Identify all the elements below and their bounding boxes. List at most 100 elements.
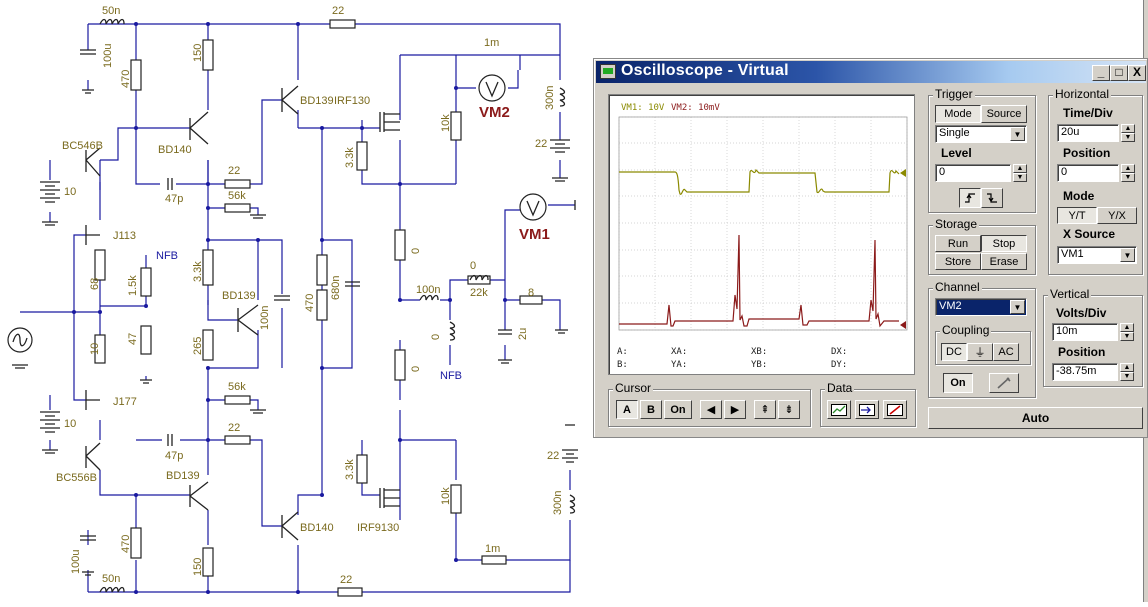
clear-glyph bbox=[887, 403, 903, 416]
trigger-group: Trigger Mode Source Single ▼ Level 0 ▲ ▼ bbox=[928, 87, 1036, 213]
circuit-schematic[interactable]: 50n 100u 470 BC546B 150 BD140 47p 22 56k… bbox=[0, 0, 592, 602]
h-position-down-icon[interactable]: ▼ bbox=[1121, 173, 1135, 182]
h-position-up-icon[interactable]: ▲ bbox=[1121, 164, 1135, 173]
vm1-legend: VM1: 10V bbox=[621, 103, 665, 113]
q-bd139-top-label: BD139 bbox=[300, 95, 334, 107]
channel-title: Channel bbox=[933, 280, 982, 294]
trigger-level-label: Level bbox=[941, 146, 972, 160]
cursor-down-icon[interactable]: ⇟ bbox=[778, 400, 800, 419]
chevron-down-icon[interactable]: ▼ bbox=[1120, 248, 1135, 262]
trigger-mode-tab[interactable]: Mode bbox=[935, 105, 981, 123]
v-position-up-icon[interactable]: ▲ bbox=[1120, 363, 1134, 372]
trigger-source-tab[interactable]: Source bbox=[981, 105, 1027, 123]
coupling-title: Coupling bbox=[940, 323, 992, 337]
time-div-value: 20u bbox=[1061, 126, 1080, 138]
ground-coupling-button[interactable]: ⏚ bbox=[967, 343, 993, 361]
cursor-left-icon[interactable]: ◀ bbox=[700, 400, 722, 419]
dc-coupling-button[interactable]: DC bbox=[941, 343, 967, 361]
cap-100u-bottom-label: 100u bbox=[70, 549, 82, 574]
cursor-right-icon[interactable]: ▶ bbox=[724, 400, 746, 419]
inductor-100n-label: 100n bbox=[416, 284, 441, 296]
data-export-icon[interactable] bbox=[827, 400, 851, 419]
oscilloscope-title-bar[interactable]: Oscilloscope - Virtual _ □ X bbox=[596, 61, 1146, 83]
inductor-300n-top-label: 300n bbox=[544, 85, 556, 110]
res-22-a-label: 22 bbox=[228, 165, 241, 177]
res-470-top-label: 470 bbox=[120, 69, 132, 88]
q-bd140-top-label: BD140 bbox=[158, 144, 192, 156]
v-position-input[interactable]: -38.75m bbox=[1052, 363, 1118, 381]
xy-mode-button[interactable]: Y/X bbox=[1097, 207, 1137, 224]
trigger-level-down-icon[interactable]: ▼ bbox=[1013, 173, 1027, 182]
time-div-up-icon[interactable]: ▲ bbox=[1121, 124, 1135, 133]
res-10k-bottom-label: 10k bbox=[440, 487, 452, 505]
res-47-label: 47 bbox=[127, 332, 139, 345]
cursor-b-button[interactable]: B bbox=[640, 400, 662, 419]
q-j113-label: J113 bbox=[113, 230, 137, 242]
import-glyph bbox=[859, 403, 875, 416]
ac-coupling-button[interactable]: AC bbox=[993, 343, 1019, 361]
data-import-icon[interactable] bbox=[855, 400, 879, 419]
storage-group: Storage Run Stop Store Erase bbox=[928, 217, 1036, 275]
erase-button[interactable]: Erase bbox=[981, 253, 1027, 270]
inductor-0-label: 0 bbox=[470, 260, 477, 272]
trigger-level-up-icon[interactable]: ▲ bbox=[1013, 164, 1027, 173]
readout-a: A: bbox=[617, 347, 628, 357]
oscilloscope-app-icon bbox=[600, 64, 616, 79]
probe-icon[interactable] bbox=[989, 373, 1019, 393]
trigger-mode-select[interactable]: Single ▼ bbox=[935, 125, 1027, 143]
data-clear-icon[interactable] bbox=[883, 400, 907, 419]
trigger-level-input[interactable]: 0 bbox=[935, 164, 1011, 182]
horizontal-title: Horizontal bbox=[1053, 87, 1112, 101]
time-div-label: Time/Div bbox=[1063, 106, 1113, 120]
channel-select[interactable]: VM2 ▼ bbox=[935, 298, 1027, 316]
q-j177-label: J177 bbox=[113, 396, 137, 408]
store-button[interactable]: Store bbox=[935, 253, 981, 270]
cursor-a-button[interactable]: A bbox=[616, 400, 638, 419]
h-position-input[interactable]: 0 bbox=[1057, 164, 1119, 182]
probe-glyph bbox=[997, 377, 1011, 389]
res-10-label: 10 bbox=[89, 342, 101, 355]
falling-edge-icon[interactable] bbox=[981, 188, 1003, 208]
cursor-on-button[interactable]: On bbox=[664, 400, 692, 419]
channel-group: Channel VM2 ▼ Coupling DC ⏚ AC On bbox=[928, 280, 1036, 398]
maximize-button[interactable]: □ bbox=[1110, 65, 1128, 81]
volts-div-up-icon[interactable]: ▲ bbox=[1120, 323, 1134, 332]
res-22k-label: 22k bbox=[470, 287, 488, 299]
time-div-input[interactable]: 20u bbox=[1057, 124, 1119, 142]
res-3k3-bottom-label: 3.3k bbox=[344, 459, 356, 480]
res-10k-top-label: 10k bbox=[440, 114, 452, 132]
yt-mode-button[interactable]: Y/T bbox=[1057, 207, 1097, 224]
channel-on-button[interactable]: On bbox=[943, 373, 973, 393]
x-source-label: X Source bbox=[1063, 227, 1116, 241]
volts-div-value: 10m bbox=[1056, 325, 1078, 337]
cursor-up-icon[interactable]: ⇞ bbox=[754, 400, 776, 419]
schematic-drawing bbox=[7, 18, 578, 597]
close-button[interactable]: X bbox=[1128, 65, 1146, 81]
stop-button[interactable]: Stop bbox=[981, 235, 1027, 252]
horizontal-group: Horizontal Time/Div 20u ▲ ▼ Position 0 ▲… bbox=[1048, 87, 1143, 275]
readout-xb: XB: bbox=[751, 347, 768, 357]
volts-div-input[interactable]: 10m bbox=[1052, 323, 1118, 341]
v-position-down-icon[interactable]: ▼ bbox=[1120, 372, 1134, 381]
cap-100n-label: 100n bbox=[259, 305, 271, 330]
run-button[interactable]: Run bbox=[935, 235, 981, 252]
res-68-label: 68 bbox=[89, 277, 101, 290]
vertical-group: Vertical Volts/Div 10m ▲ ▼ Position -38.… bbox=[1043, 287, 1143, 387]
q-bd139-bottom-label: BD139 bbox=[166, 470, 200, 482]
coupling-group: Coupling DC ⏚ AC bbox=[935, 323, 1031, 365]
cap-2u-label: 2u bbox=[517, 327, 529, 340]
oscilloscope-window: Oscilloscope - Virtual _ □ X VM1: 10V VM… bbox=[593, 58, 1148, 438]
time-div-down-icon[interactable]: ▼ bbox=[1121, 133, 1135, 142]
v-position-value: -38.75m bbox=[1056, 365, 1097, 377]
auto-button[interactable]: Auto bbox=[928, 407, 1143, 429]
volts-div-down-icon[interactable]: ▼ bbox=[1120, 332, 1134, 341]
trigger-mode-value: Single bbox=[939, 127, 970, 139]
rising-edge-icon[interactable] bbox=[959, 188, 981, 208]
x-source-value: VM1 bbox=[1061, 248, 1084, 260]
minimize-button[interactable]: _ bbox=[1092, 65, 1110, 81]
x-source-select[interactable]: VM1 ▼ bbox=[1057, 246, 1137, 264]
res-150-bottom-label: 150 bbox=[192, 557, 204, 576]
scope-display[interactable]: VM1: 10V VM2: 10mV A: B: XA: YA: XB: YB:… bbox=[608, 94, 915, 375]
chevron-down-icon[interactable]: ▼ bbox=[1010, 127, 1025, 141]
chevron-down-icon[interactable]: ▼ bbox=[1010, 300, 1025, 314]
